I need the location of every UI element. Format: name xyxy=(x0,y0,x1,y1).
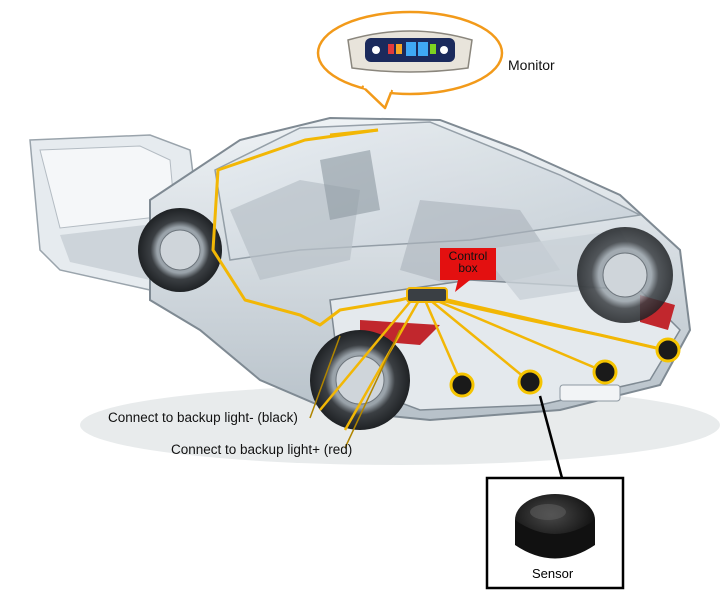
bumper-sensors xyxy=(449,337,681,398)
control-box-label-line-1: Control xyxy=(448,249,488,263)
sensor-3 xyxy=(592,359,618,385)
sensor-4 xyxy=(655,337,681,363)
monitor-label: Monitor xyxy=(508,57,555,73)
sensor-2 xyxy=(517,369,543,395)
sensor-1 xyxy=(449,372,475,398)
monitor-icon xyxy=(347,30,473,73)
control-box-icon xyxy=(406,287,448,303)
sensor-pointer xyxy=(538,395,564,479)
front-wheel xyxy=(138,208,222,292)
rear-wheel-left xyxy=(310,330,410,430)
red-leader xyxy=(344,329,401,449)
black-leader xyxy=(309,335,341,419)
sensor-label: Sensor xyxy=(532,566,574,581)
sensor-icon xyxy=(485,476,625,590)
control-box-callout xyxy=(440,248,496,292)
rear-wheel-right xyxy=(577,227,673,323)
car-body xyxy=(149,116,692,422)
control-box-label-line-2: box xyxy=(458,261,478,275)
backup-light-black-label: Connect to backup light- (black) xyxy=(108,410,298,425)
control-box-label: Control box xyxy=(442,250,494,274)
sensor-wires xyxy=(319,296,666,431)
backup-light-red-label: Connect to backup light+ (red) xyxy=(171,442,353,457)
